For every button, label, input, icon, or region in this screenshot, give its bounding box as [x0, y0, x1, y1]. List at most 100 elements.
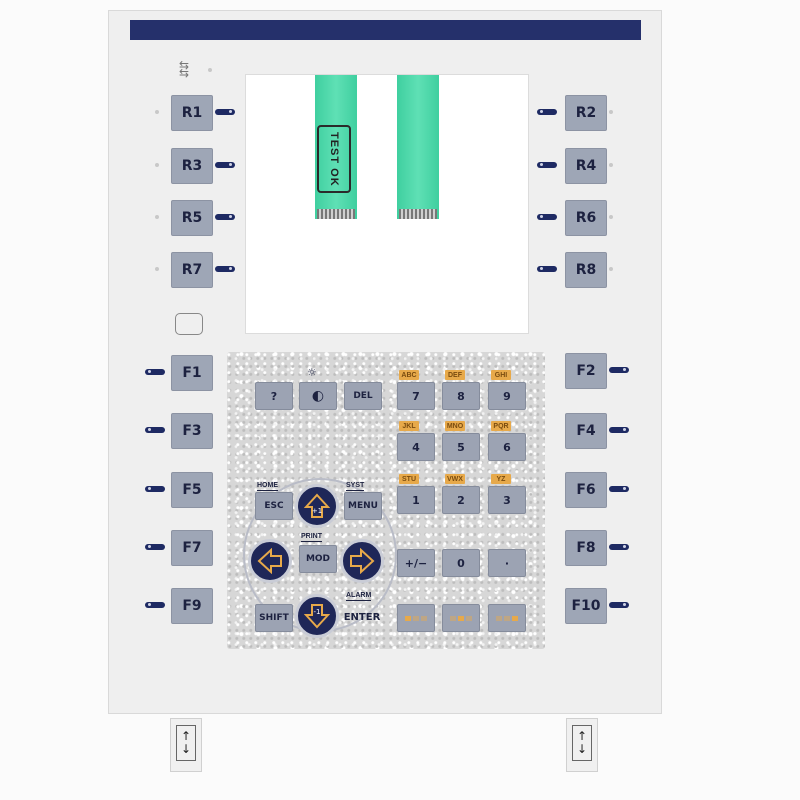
indicator-dot	[155, 110, 159, 114]
nav-left-button[interactable]	[248, 539, 292, 583]
key-enter[interactable]: ENTER	[343, 611, 381, 623]
led-r3	[215, 162, 235, 168]
key-r2[interactable]: R2	[565, 95, 607, 131]
key-r4[interactable]: R4	[565, 148, 607, 184]
key-8[interactable]: 8	[442, 382, 480, 410]
down-arrow-icon: -1	[304, 604, 330, 629]
key-dot[interactable]: ·	[488, 549, 526, 577]
connector-tab-right: ↑↓	[566, 718, 598, 772]
ribbon-cable-left: TEST OK	[315, 75, 357, 219]
ribbon-cable-right	[397, 75, 439, 219]
key-indicator-3[interactable]	[488, 604, 526, 632]
led-f1	[145, 369, 165, 375]
label-syst: SYST	[346, 482, 365, 491]
key-f4[interactable]: F4	[565, 413, 607, 449]
left-arrow-icon	[257, 548, 282, 574]
membrane-keypad-panel: ⇆⇆ TEST OK R1 R2 R3 R4 R5 R6 R7 R8 F1 F2…	[108, 10, 662, 714]
key-r7[interactable]: R7	[171, 252, 213, 288]
key-6[interactable]: 6	[488, 433, 526, 461]
label-print: PRINT	[301, 533, 322, 542]
label-mno: MNO	[445, 421, 465, 431]
key-1[interactable]: 1	[397, 486, 435, 514]
cable-pins-right	[399, 209, 437, 219]
key-contrast[interactable]: ◐	[299, 382, 337, 410]
communication-icon: ⇆⇆	[179, 58, 190, 80]
key-f2[interactable]: F2	[565, 353, 607, 389]
indicator-dot	[208, 68, 212, 72]
indicator-dot	[609, 163, 613, 167]
key-esc[interactable]: ESC	[255, 492, 293, 520]
key-4[interactable]: 4	[397, 433, 435, 461]
brightness-icon: ☼	[307, 366, 317, 379]
label-yz: YZ	[491, 474, 511, 484]
nav-up-text: +1	[312, 507, 322, 515]
key-plus-minus[interactable]: +/−	[397, 549, 435, 577]
led-f7	[145, 544, 165, 550]
led-r7	[215, 266, 235, 272]
top-blue-bar	[130, 20, 641, 40]
up-arrow-icon: +1	[304, 493, 330, 518]
key-del[interactable]: DEL	[344, 382, 382, 410]
led-f5	[145, 486, 165, 492]
label-jkl: JKL	[399, 421, 419, 431]
key-r6[interactable]: R6	[565, 200, 607, 236]
key-f8[interactable]: F8	[565, 530, 607, 566]
label-stu: STU	[399, 474, 419, 484]
touch-hand-icon	[175, 313, 203, 335]
key-f6[interactable]: F6	[565, 472, 607, 508]
led-r1	[215, 109, 235, 115]
key-menu[interactable]: MENU	[344, 492, 382, 520]
led-r4	[537, 162, 557, 168]
test-ok-sticker: TEST OK	[317, 125, 351, 193]
key-f1[interactable]: F1	[171, 355, 213, 391]
connector-tab-left: ↑↓	[170, 718, 202, 772]
keypad-area: ? ☼ ◐ DEL ABC 7 DEF 8 GHI 9 JKL 4 MNO 5 …	[227, 352, 545, 649]
key-shift[interactable]: SHIFT	[255, 604, 293, 632]
nav-down-text: -1	[314, 608, 321, 616]
led-r5	[215, 214, 235, 220]
label-abc: ABC	[399, 370, 419, 380]
key-f3[interactable]: F3	[171, 413, 213, 449]
key-f9[interactable]: F9	[171, 588, 213, 624]
key-f5[interactable]: F5	[171, 472, 213, 508]
label-alarm: ALARM	[346, 592, 372, 601]
updown-arrow-icon: ↑↓	[572, 725, 592, 761]
key-9[interactable]: 9	[488, 382, 526, 410]
key-indicator-2[interactable]	[442, 604, 480, 632]
key-help[interactable]: ?	[255, 382, 293, 410]
nav-right-button[interactable]	[340, 539, 384, 583]
indicator-dot	[155, 163, 159, 167]
updown-arrow-icon: ↑↓	[176, 725, 196, 761]
key-f7[interactable]: F7	[171, 530, 213, 566]
key-r5[interactable]: R5	[171, 200, 213, 236]
key-3[interactable]: 3	[488, 486, 526, 514]
led-r6	[537, 214, 557, 220]
led-r8	[537, 266, 557, 272]
label-ghi: GHI	[491, 370, 511, 380]
indicator-dot	[609, 215, 613, 219]
key-0[interactable]: 0	[442, 549, 480, 577]
led-f3	[145, 427, 165, 433]
key-mod[interactable]: MOD	[299, 545, 337, 573]
indicator-dot	[609, 267, 613, 271]
led-f4	[609, 427, 629, 433]
key-5[interactable]: 5	[442, 433, 480, 461]
key-r8[interactable]: R8	[565, 252, 607, 288]
label-pqr: PQR	[491, 421, 511, 431]
cable-pins-left	[317, 209, 355, 219]
led-f8	[609, 544, 629, 550]
key-r3[interactable]: R3	[171, 148, 213, 184]
nav-down-button[interactable]: -1	[295, 594, 339, 638]
display-window: TEST OK	[245, 74, 529, 334]
indicator-dot	[155, 215, 159, 219]
right-arrow-icon	[350, 548, 375, 574]
led-f2	[609, 367, 629, 373]
key-r1[interactable]: R1	[171, 95, 213, 131]
led-f6	[609, 486, 629, 492]
key-7[interactable]: 7	[397, 382, 435, 410]
key-f10[interactable]: F10	[565, 588, 607, 624]
key-2[interactable]: 2	[442, 486, 480, 514]
key-indicator-1[interactable]	[397, 604, 435, 632]
led-f10	[609, 602, 629, 608]
nav-up-button[interactable]: +1	[295, 484, 339, 528]
